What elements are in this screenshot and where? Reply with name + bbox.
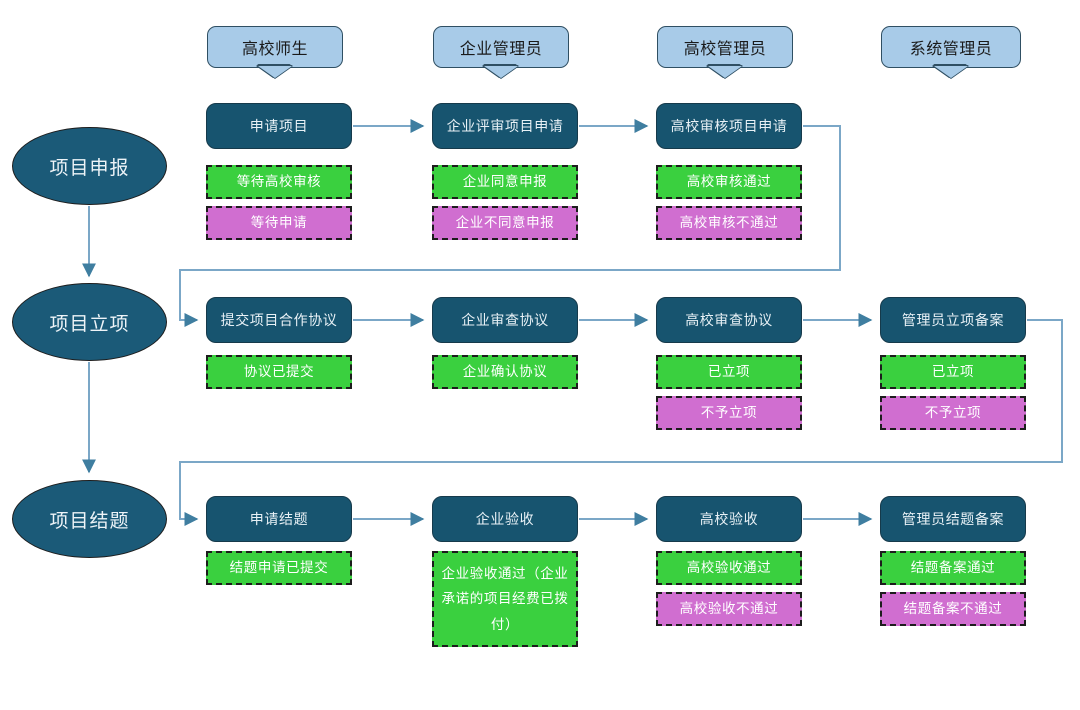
status-chip-label: 已立项 <box>931 363 975 379</box>
stage-ellipse: 项目结题 <box>12 480 167 558</box>
status-chip-fail: 不予立项 <box>880 396 1026 430</box>
process-node-label: 申请结题 <box>249 511 309 527</box>
status-chip-label: 协议已提交 <box>243 363 315 379</box>
role-callout: 系统管理员 <box>881 26 1021 78</box>
status-chip-pass: 协议已提交 <box>206 355 352 389</box>
role-label: 高校师生 <box>241 41 308 58</box>
process-node[interactable]: 高校验收 <box>656 496 802 542</box>
process-node-label: 管理员结题备案 <box>901 511 1005 527</box>
process-node[interactable]: 申请结题 <box>206 496 352 542</box>
status-chip-pass: 企业同意申报 <box>432 165 578 199</box>
role-callout: 高校管理员 <box>657 26 793 78</box>
stage-ellipse: 项目立项 <box>12 283 167 361</box>
callout-tail-icon <box>934 66 968 78</box>
process-node-label: 企业验收 <box>475 511 535 527</box>
status-chip-label: 结题申请已提交 <box>229 559 329 575</box>
process-node[interactable]: 管理员立项备案 <box>880 297 1026 343</box>
role-label: 系统管理员 <box>909 41 993 58</box>
role-callout: 企业管理员 <box>433 26 569 78</box>
process-node[interactable]: 企业评审项目申请 <box>432 103 578 149</box>
status-chip-fail: 不予立项 <box>656 396 802 430</box>
callout-tail-icon <box>258 66 292 78</box>
status-chip-label: 企业不同意申报 <box>455 214 555 230</box>
status-chip-pass: 等待高校审核 <box>206 165 352 199</box>
status-chip-fail: 企业不同意申报 <box>432 206 578 240</box>
process-node-label: 高校审核项目申请 <box>670 118 788 134</box>
process-node[interactable]: 高校审查协议 <box>656 297 802 343</box>
status-chip-fail: 结题备案不通过 <box>880 592 1026 626</box>
process-node-label: 高校审查协议 <box>685 312 773 328</box>
status-chip-label: 结题备案不通过 <box>903 600 1003 616</box>
role-label: 高校管理员 <box>683 41 767 58</box>
status-chip-pass: 企业确认协议 <box>432 355 578 389</box>
process-node[interactable]: 申请项目 <box>206 103 352 149</box>
process-node-label: 管理员立项备案 <box>901 312 1005 328</box>
process-node[interactable]: 高校审核项目申请 <box>656 103 802 149</box>
status-chip-pass: 高校审核通过 <box>656 165 802 199</box>
process-node[interactable]: 管理员结题备案 <box>880 496 1026 542</box>
status-chip-label: 等待申请 <box>250 214 308 230</box>
status-chip-pass: 高校验收通过 <box>656 551 802 585</box>
status-chip-label: 已立项 <box>707 363 751 379</box>
process-node-label: 企业评审项目申请 <box>446 118 564 134</box>
stage-label: 项目结题 <box>49 510 130 532</box>
status-chip-pass: 企业验收通过（企业承诺的项目经费已拨付） <box>432 551 578 647</box>
status-chip-label: 等待高校审核 <box>236 173 322 189</box>
status-chip-label: 企业同意申报 <box>462 173 548 189</box>
callout-tail-icon <box>484 66 518 78</box>
status-chip-pass: 已立项 <box>880 355 1026 389</box>
role-label: 企业管理员 <box>459 41 543 58</box>
status-chip-label: 不予立项 <box>924 404 982 420</box>
status-chip-label: 结题备案通过 <box>910 559 996 575</box>
stage-label: 项目立项 <box>49 313 130 335</box>
status-chip-pass: 结题申请已提交 <box>206 551 352 585</box>
process-node-label: 高校验收 <box>699 511 759 527</box>
status-chip-label: 高校审核不通过 <box>679 214 779 230</box>
process-node[interactable]: 企业审查协议 <box>432 297 578 343</box>
status-chip-fail: 高校审核不通过 <box>656 206 802 240</box>
status-chip-pass: 结题备案通过 <box>880 551 1026 585</box>
status-chip-label: 不予立项 <box>700 404 758 420</box>
status-chip-label: 企业验收通过（企业承诺的项目经费已拨付） <box>441 565 569 632</box>
process-node-label: 提交项目合作协议 <box>220 312 338 328</box>
callout-tail-icon <box>708 66 742 78</box>
status-chip-fail: 高校验收不通过 <box>656 592 802 626</box>
process-node-label: 企业审查协议 <box>461 312 549 328</box>
status-chip-label: 高校验收不通过 <box>679 600 779 616</box>
status-chip-pass: 已立项 <box>656 355 802 389</box>
status-chip-label: 高校审核通过 <box>686 173 772 189</box>
status-chip-label: 高校验收通过 <box>686 559 772 575</box>
stage-ellipse: 项目申报 <box>12 127 167 205</box>
process-node[interactable]: 提交项目合作协议 <box>206 297 352 343</box>
status-chip-fail: 等待申请 <box>206 206 352 240</box>
process-node-label: 申请项目 <box>249 118 309 134</box>
process-node[interactable]: 企业验收 <box>432 496 578 542</box>
stage-label: 项目申报 <box>49 157 130 179</box>
status-chip-label: 企业确认协议 <box>462 363 548 379</box>
role-callout: 高校师生 <box>207 26 343 78</box>
